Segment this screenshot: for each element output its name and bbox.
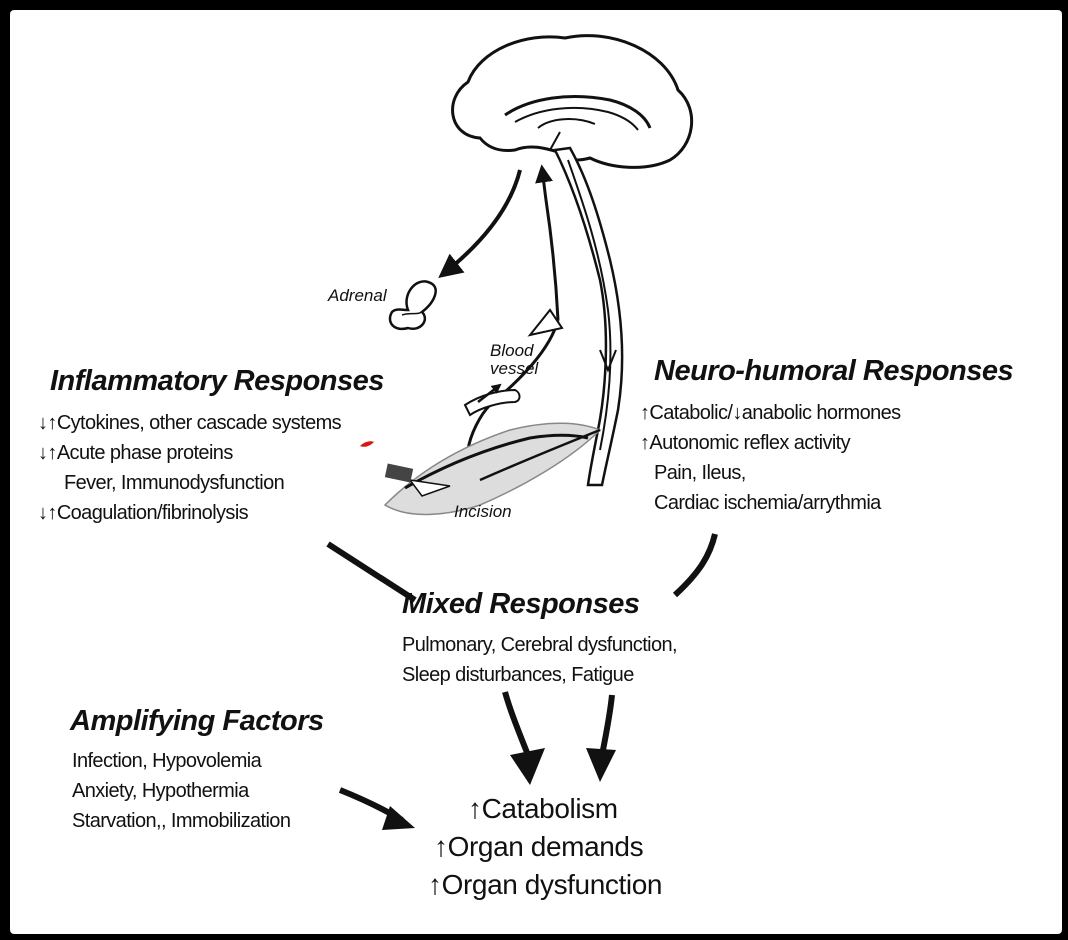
up-down-arrow-icon: ↓↑	[38, 502, 57, 524]
up-arrow-icon: ↑	[428, 869, 442, 900]
afferent-arrow	[542, 168, 558, 320]
amplifying-item: Starvation,, Immobilization	[72, 806, 290, 836]
neurohumoral-to-mixed-connector	[675, 534, 715, 595]
neurohumoral-heading: Neuro-humoral Responses	[654, 355, 1013, 388]
neurohumoral-item-text: Cardiac ischemia/arrythmia	[654, 492, 881, 514]
up-arrow-icon: ↑	[640, 402, 649, 424]
incision-label: Incision	[454, 502, 512, 522]
neurohumoral-item-text: anabolic hormones	[742, 402, 901, 424]
neurohumoral-item-text: Autonomic reflex activity	[649, 432, 850, 454]
neurohumoral-item: ↑Autonomic reflex activity	[640, 428, 901, 458]
outcome-item-text: Organ dysfunction	[442, 869, 662, 900]
inflammatory-item-text: Acute phase proteins	[57, 442, 233, 464]
mixed-to-outcome-arrow-left	[505, 692, 528, 755]
amplifying-list: Infection, Hypovolemia Anxiety, Hypother…	[72, 746, 290, 836]
inflammatory-item-text: Fever, Immunodysfunction	[64, 472, 284, 494]
outcomes-list: ↑Catabolism ↑Organ demands ↑Organ dysfun…	[428, 790, 662, 904]
blood-vessel-label-line: Blood	[490, 342, 538, 360]
mixed-to-outcome-arrow-right	[602, 695, 612, 755]
up-down-arrow-icon: ↓↑	[38, 442, 57, 464]
amplifying-item: Anxiety, Hypothermia	[72, 776, 290, 806]
outcome-item: ↑Organ dysfunction	[428, 866, 662, 904]
red-marker	[360, 441, 374, 447]
outcome-item: ↑Organ demands	[428, 828, 662, 866]
incision-icon	[385, 423, 600, 514]
mixed-item: Pulmonary, Cerebral dysfunction,	[402, 630, 677, 660]
down-arrow-icon: ↓	[732, 402, 741, 424]
blood-vessel-label: Blood vessel	[490, 342, 538, 378]
neurohumoral-item-text: Catabolic/	[649, 402, 732, 424]
diagram-panel: Adrenal Blood vessel Incision Inflammato…	[10, 10, 1062, 934]
arrowhead-left	[510, 748, 545, 785]
adrenal-label: Adrenal	[328, 286, 387, 306]
adrenal-gland-icon	[390, 281, 436, 328]
inflammatory-item: ↓↑Coagulation/fibrinolysis	[38, 498, 341, 528]
blood-vessel-icon	[465, 385, 520, 415]
neurohumoral-item: Pain, Ileus,	[640, 458, 901, 488]
neurohumoral-item-text: Pain, Ileus,	[654, 462, 746, 484]
outcome-item: ↑Catabolism	[428, 790, 662, 828]
up-arrow-icon: ↑	[640, 432, 649, 454]
amplifying-heading: Amplifying Factors	[70, 705, 324, 738]
neurohumoral-item: ↑Catabolic/↓anabolic hormones	[640, 398, 901, 428]
up-down-arrow-icon: ↓↑	[38, 412, 57, 434]
outcome-item-text: Organ demands	[448, 831, 644, 862]
inflammatory-item-text: Coagulation/fibrinolysis	[57, 502, 248, 524]
outcome-item-text: Catabolism	[482, 793, 618, 824]
neurohumoral-list: ↑Catabolic/↓anabolic hormones ↑Autonomic…	[640, 398, 901, 518]
mixed-list: Pulmonary, Cerebral dysfunction, Sleep d…	[402, 630, 677, 690]
up-arrow-icon: ↑	[434, 831, 448, 862]
efferent-arrow-to-adrenal	[442, 170, 520, 275]
blood-vessel-label-line: vessel	[490, 360, 538, 378]
inflammatory-item: ↓↑Cytokines, other cascade systems	[38, 408, 341, 438]
brain-icon	[453, 36, 692, 168]
inflammatory-item-text: Cytokines, other cascade systems	[57, 412, 341, 434]
neurohumoral-item: Cardiac ischemia/arrythmia	[640, 488, 901, 518]
inflammatory-item: ↓↑Acute phase proteins	[38, 438, 341, 468]
mixed-item: Sleep disturbances, Fatigue	[402, 660, 677, 690]
arrowhead-right	[586, 748, 616, 782]
amplifying-item: Infection, Hypovolemia	[72, 746, 290, 776]
inflammatory-item: Fever, Immunodysfunction	[38, 468, 341, 498]
inflammatory-list: ↓↑Cytokines, other cascade systems ↓↑Acu…	[38, 408, 341, 528]
inflammatory-heading: Inflammatory Responses	[50, 365, 384, 398]
mixed-heading: Mixed Responses	[402, 588, 639, 621]
up-arrow-icon: ↑	[468, 793, 482, 824]
